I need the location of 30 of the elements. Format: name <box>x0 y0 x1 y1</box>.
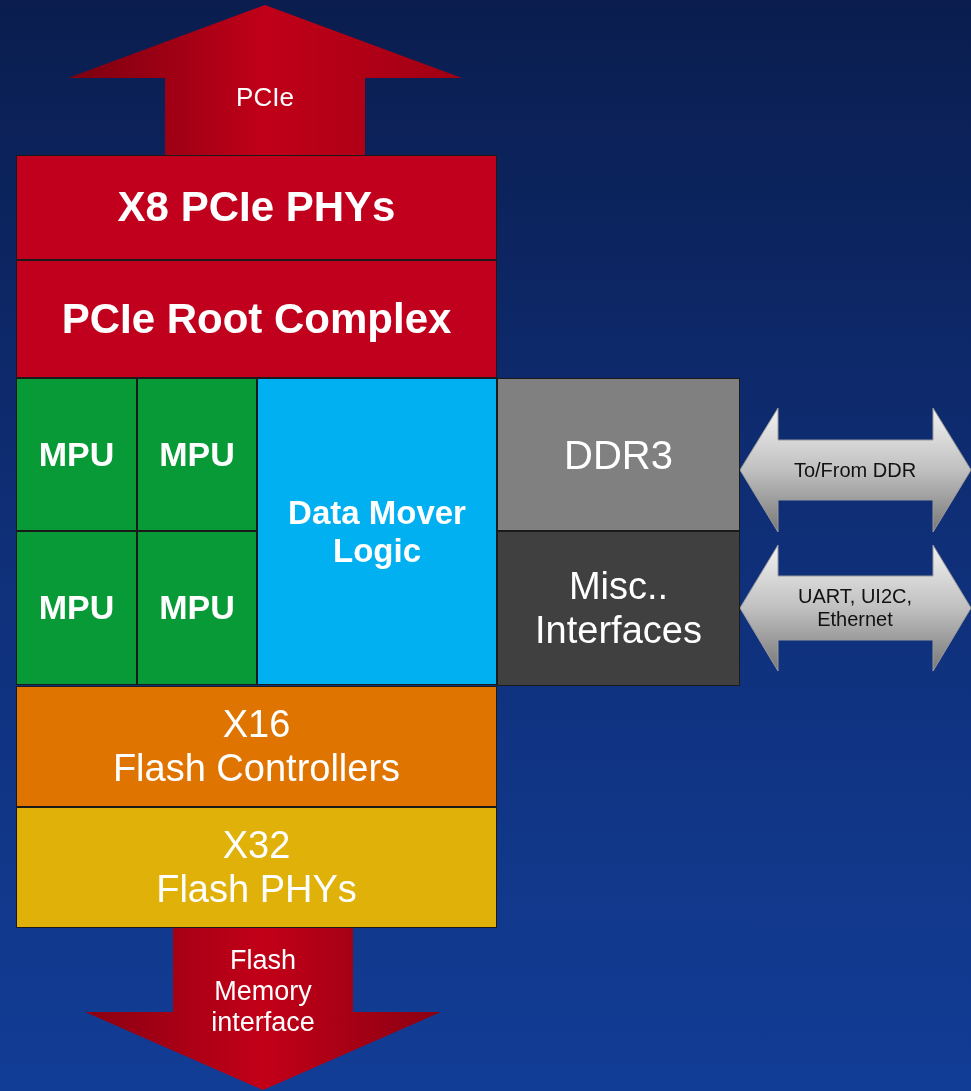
edge-label: PCIe <box>235 83 295 113</box>
block <box>16 260 497 378</box>
block-arrow <box>85 928 441 1090</box>
block-label: Misc.. Interfaces <box>534 564 703 653</box>
edge-label: Flash Memory interface <box>210 945 316 1039</box>
block <box>16 378 137 531</box>
block <box>497 378 740 531</box>
block-arrow <box>739 544 971 672</box>
block-label: X8 PCIe PHYs <box>117 183 396 232</box>
block-label: MPU <box>159 434 235 475</box>
block <box>16 531 137 685</box>
block <box>257 378 497 685</box>
block <box>16 155 497 260</box>
block-label: PCIe Root Complex <box>61 294 452 344</box>
block-label: MPU <box>159 588 235 628</box>
block-label: MPU <box>38 434 115 475</box>
block <box>16 807 497 928</box>
block <box>137 378 257 531</box>
block <box>497 531 740 686</box>
block-arrow <box>68 5 462 155</box>
edge-label: To/From DDR <box>792 458 918 482</box>
block <box>137 531 257 685</box>
edge-label: UART, UI2C, Ethernet <box>796 585 914 631</box>
block-arrow <box>739 407 971 533</box>
block-label: Data Mover Logic <box>287 493 467 570</box>
block <box>16 686 497 807</box>
block-label: DDR3 <box>564 431 673 478</box>
block-label: X32 Flash PHYs <box>156 823 357 912</box>
block-label: X16 Flash Controllers <box>112 702 401 791</box>
block-label: MPU <box>38 588 115 628</box>
